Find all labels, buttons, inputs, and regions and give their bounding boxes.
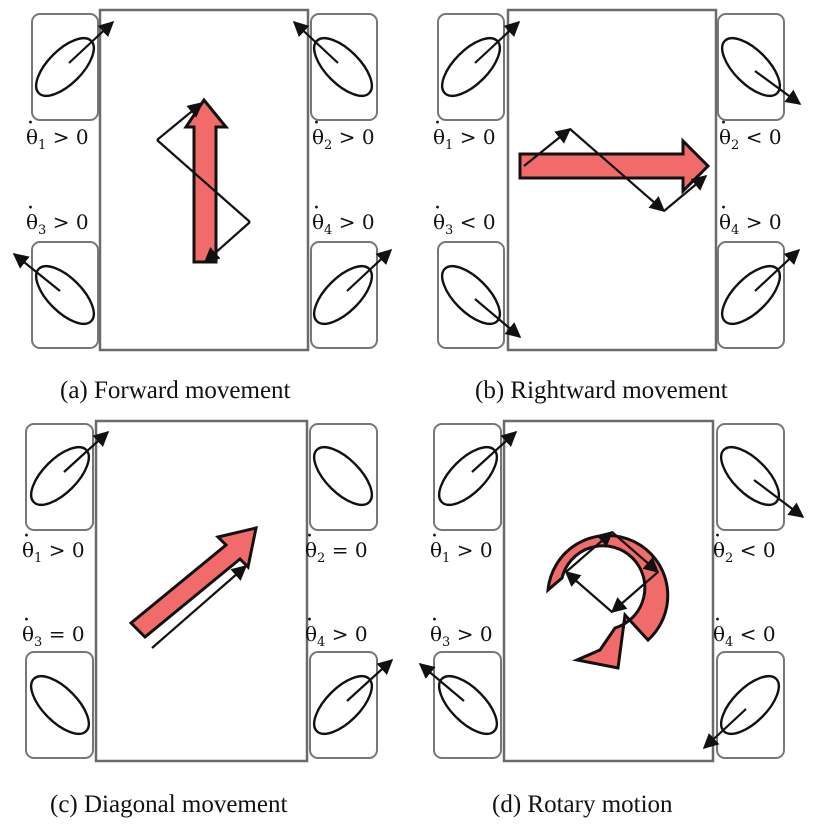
panel-c [25,419,394,763]
wheel-velocity-arrow [754,70,802,105]
panel-c-caption: (c) Diagonal movement [50,791,288,818]
resultant-vector [151,564,248,649]
roller-ellipse [721,37,781,97]
wheel-velocity-arrow [474,298,522,338]
wheel-1 [25,423,110,531]
wheel-3 [12,241,99,349]
wheel-2 [716,423,805,531]
wheel-1 [437,13,521,121]
vector-decomposition [564,530,660,614]
roller-ellipse [720,446,780,506]
wheel-speed-label: θ1 > 0 [430,540,493,565]
wheel-2 [309,423,378,531]
wheel-speed-label: θ1 > 0 [433,127,496,152]
wheel-velocity-arrow [471,430,518,473]
wheel-speed-label: θ2 < 0 [719,127,782,152]
roller-ellipse [313,675,373,735]
wheel-4 [702,651,785,759]
wheel-velocity-arrow [754,248,801,292]
wheel-3 [418,651,502,759]
panel-a-caption: (a) Forward movement [60,377,291,404]
wheel-velocity-arrow [63,430,110,473]
roller-ellipse [30,446,90,506]
wheel-speed-label: θ3 > 0 [430,624,493,649]
wheel-velocity-arrow [474,20,521,64]
wheel-4 [310,241,393,349]
wheel-speed-label: θ2 > 0 [312,127,375,152]
roller-ellipse [721,265,781,325]
robot-body [502,419,715,763]
panel-d [418,419,805,763]
wheel-velocity-arrow [753,479,805,518]
roller-ellipse [438,446,498,506]
wheel-2 [292,13,378,121]
wheel-2 [717,13,802,121]
wheel-velocity-arrow [418,663,465,702]
roller-ellipse [313,265,373,325]
wheel-velocity-arrow [12,253,61,292]
panel-b-caption: (b) Rightward movement [475,377,728,404]
vector-decomposition [523,128,708,213]
wheel-1 [31,13,115,121]
wheel-velocity-arrow [346,658,394,702]
wheel-speed-label: θ1 > 0 [22,540,85,565]
panel-a [12,8,393,352]
wheel-3 [25,651,94,759]
panel-b [437,8,802,352]
wheel-speed-label: θ1 > 0 [26,127,89,152]
roller-ellipse [35,265,95,325]
roller-ellipse [441,265,501,325]
wheel-velocity-arrow [68,20,115,64]
roller-ellipse [720,675,780,735]
wheel-speed-label: θ3 = 0 [22,624,85,649]
wheel-speed-label: θ4 > 0 [719,212,782,237]
roller-ellipse [313,446,373,506]
wheel-4 [717,241,801,349]
wheel-3 [437,241,522,349]
roller-ellipse [35,37,95,97]
roller-ellipse [313,37,373,97]
wheel-speed-label: θ4 > 0 [305,624,368,649]
roller-ellipse [30,675,90,735]
wheel-speed-label: θ2 = 0 [305,540,368,565]
wheel-speed-label: θ3 < 0 [433,212,496,237]
motion-arrow [183,97,230,264]
robot-body [506,8,718,352]
wheel-velocity-arrow [346,248,393,292]
panel-d-caption: (d) Rotary motion [492,791,673,818]
wheel-speed-label: θ2 < 0 [713,540,776,565]
roller-ellipse [438,675,498,735]
motion-arrow [128,525,258,640]
wheel-4 [309,651,394,759]
roller-ellipse [441,37,501,97]
wheel-velocity-arrow [292,20,339,64]
wheel-speed-label: θ4 > 0 [312,212,375,237]
wheel-1 [433,423,518,531]
vector-decomposition [156,102,251,264]
wheel-speed-label: θ4 < 0 [713,624,776,649]
wheel-speed-label: θ3 > 0 [26,212,89,237]
wheel-velocity-arrow [702,708,747,750]
